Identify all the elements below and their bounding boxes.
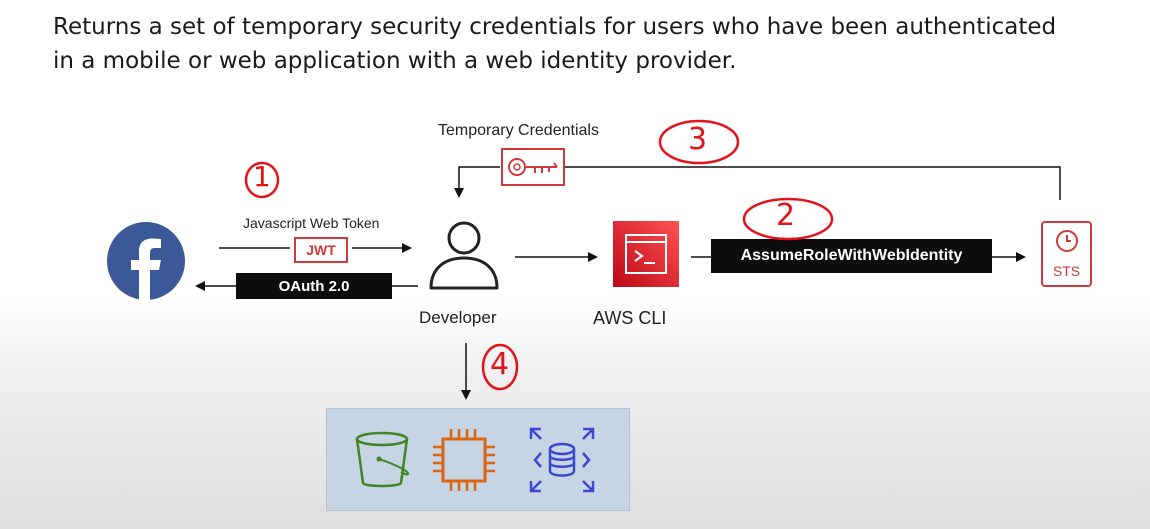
key-icon xyxy=(501,148,565,186)
resources-panel xyxy=(326,408,630,511)
description-line-1: Returns a set of temporary security cred… xyxy=(53,14,1057,40)
credentials-to-developer-arrow xyxy=(454,166,500,198)
annotation-2: 2 xyxy=(776,198,796,233)
user-icon xyxy=(429,221,499,290)
oauth-label: OAuth 2.0 xyxy=(236,273,392,299)
developer-label: Developer xyxy=(419,308,497,327)
description-line-2: in a mobile or web application with a we… xyxy=(53,48,737,74)
ec2-chip-icon xyxy=(433,429,495,491)
sts-label: STS xyxy=(1052,263,1081,279)
terminal-icon xyxy=(613,221,679,287)
clock-icon xyxy=(1056,230,1078,252)
jwt-badge: JWT xyxy=(294,237,348,263)
annotation-4: 4 xyxy=(490,347,510,382)
annotation-3: 3 xyxy=(688,122,708,157)
annotation-1: 1 xyxy=(253,160,271,193)
assume-role-label: AssumeRoleWithWebIdentity xyxy=(711,239,992,273)
sts-icon: STS xyxy=(1041,221,1092,287)
temporary-credentials-label: Temporary Credentials xyxy=(438,122,599,139)
jwt-caption: Javascript Web Token xyxy=(243,215,380,231)
credentials-return-line xyxy=(565,166,1061,200)
aws-cli-label: AWS CLI xyxy=(593,308,667,328)
description: Returns a set of temporary security cred… xyxy=(53,10,1113,78)
dynamodb-icon xyxy=(529,427,595,493)
s3-bucket-icon xyxy=(355,431,410,488)
facebook-icon xyxy=(107,222,185,301)
